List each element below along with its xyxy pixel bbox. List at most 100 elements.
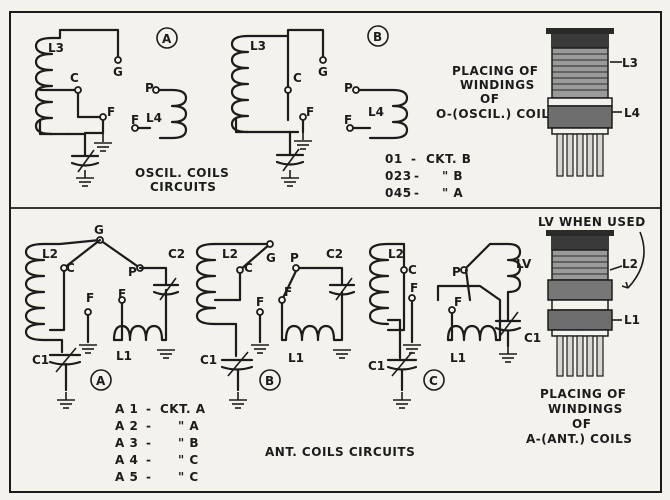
osc-caption-1: OSCIL. COILS	[135, 166, 229, 180]
ant-c-c: C	[408, 263, 417, 277]
ant-circuit-c: L2 C P LV F F L1 C1 C1 C	[368, 242, 541, 409]
ant-c-lv: LV	[516, 257, 532, 271]
ant-table-ckt-2: " B	[178, 436, 199, 450]
ant-c-c1: C1	[524, 331, 541, 345]
osc-a-tag: A	[162, 32, 172, 46]
ant-a-c: C	[66, 261, 75, 275]
ant-a-c2: C2	[168, 247, 185, 261]
ant-a-l2: L2	[42, 247, 58, 261]
osc-placing-2: WINDINGS	[460, 78, 535, 92]
ant-c-f1: F	[410, 281, 418, 295]
osc-b-f2: F	[344, 113, 352, 127]
ant-table-coil-1: A 2	[115, 419, 138, 433]
ant-table-coil-4: A 5	[115, 470, 138, 484]
ant-c-l2: L2	[388, 247, 404, 261]
osc-table-sep-2: -	[414, 186, 419, 200]
osc-circuit-a: L3 G C F F P L4 A	[34, 27, 188, 187]
osc-b-tag-circle	[367, 25, 389, 47]
osc-table-coil-1: 023	[385, 169, 412, 183]
ant-b-f2: F	[284, 285, 292, 299]
ant-placing-4: A-(ANT.) COILS	[526, 432, 632, 446]
ant-b-tag-circle	[259, 369, 281, 391]
osc-coil-drawing: L3 L4	[546, 28, 640, 177]
ant-a-l1: L1	[116, 349, 132, 363]
osc-caption-2: CIRCUITS	[150, 180, 216, 194]
ant-a-c1: C1	[32, 353, 49, 367]
ant-table-ckt-4: " C	[178, 470, 199, 484]
osc-a-l3: L3	[48, 41, 64, 55]
ant-coil-table: A 1 - CKT. A A 2 - " A A 3 - " B A 4 - "…	[115, 402, 206, 484]
ant-a-tag: A	[96, 374, 106, 388]
ant-table-sep-2: -	[146, 436, 151, 450]
osc-b-l4: L4	[368, 105, 384, 119]
ant-b-l1: L1	[288, 351, 304, 365]
osc-a-p: P	[145, 81, 154, 95]
ant-c-tag: C	[429, 374, 438, 388]
osc-coil-table: 01 - CKT. B 023 - " B 045 - " A	[385, 152, 471, 200]
osc-b-p: P	[344, 81, 353, 95]
osc-b-tag: B	[373, 30, 382, 44]
ant-c-f2: F	[454, 295, 462, 309]
ant-coil-label-l1: L1	[624, 313, 640, 327]
osc-a-f2: F	[131, 113, 139, 127]
ant-a-f1: F	[86, 291, 94, 305]
osc-table-coil-2: 045	[385, 186, 412, 200]
osc-a-l4: L4	[146, 111, 162, 125]
ant-lv-when-used: LV WHEN USED	[538, 215, 646, 229]
ant-table-coil-0: A 1	[115, 402, 138, 416]
ant-c-tag-circle	[423, 369, 445, 391]
osc-table-coil-0: 01	[385, 152, 403, 166]
ant-coil-drawing: LV WHEN USED L2 L1	[538, 215, 646, 377]
osc-placing-1: PLACING OF	[452, 64, 538, 78]
osc-table-ckt-1: " B	[442, 169, 463, 183]
ant-placing-2: WINDINGS	[548, 402, 623, 416]
ant-c-p: P	[452, 265, 461, 279]
outer-frame	[9, 11, 662, 493]
osc-coil-label-top: L3	[622, 56, 638, 70]
ant-circuit-b: L2 G C P C2 F F L1 C1 B	[195, 240, 356, 409]
ant-placing-1: PLACING OF	[540, 387, 626, 401]
osc-b-c: C	[293, 71, 302, 85]
osc-table-sep-1: -	[414, 169, 419, 183]
ant-a-tag-circle	[90, 369, 112, 391]
ant-table-ckt-3: " C	[178, 453, 199, 467]
osc-b-f: F	[306, 105, 314, 119]
ant-table-sep-3: -	[146, 453, 151, 467]
ant-b-tag: B	[265, 374, 274, 388]
ant-b-f1: F	[256, 295, 264, 309]
osc-table-ckt-2: " A	[442, 186, 463, 200]
ant-b-p: P	[290, 251, 299, 265]
ant-circuit-a: L2 G C P C2 F F L1 C1 A	[24, 223, 185, 409]
ant-table-ckt-0: CKT. A	[160, 402, 206, 416]
ant-a-f2: F	[118, 287, 126, 301]
ant-a-p: P	[128, 265, 137, 279]
osc-placing-3: OF	[480, 92, 499, 106]
ant-coil-label-l2: L2	[622, 257, 638, 271]
osc-coil-label-bottom: L4	[624, 106, 640, 120]
osc-table-ckt-0: CKT. B	[426, 152, 471, 166]
ant-table-coil-2: A 3	[115, 436, 138, 450]
osc-a-c: C	[70, 71, 79, 85]
osc-table-sep-0: -	[411, 152, 416, 166]
osc-b-l3: L3	[250, 39, 266, 53]
ant-b-c: C	[244, 261, 253, 275]
ant-c-c1b: C1	[368, 359, 385, 373]
ant-b-c2: C2	[326, 247, 343, 261]
ant-c-l1: L1	[450, 351, 466, 365]
ant-placing-3: OF	[572, 417, 591, 431]
ant-table-ckt-1: " A	[178, 419, 199, 433]
ant-caption: ANT. COILS CIRCUITS	[265, 445, 415, 459]
ant-b-g: G	[266, 251, 276, 265]
osc-circuit-b: L3 G C F F P L4 B	[230, 25, 409, 187]
ant-b-c1: C1	[200, 353, 217, 367]
osc-b-g: G	[318, 65, 328, 79]
ant-table-sep-0: -	[146, 402, 151, 416]
ant-b-l2: L2	[222, 247, 238, 261]
ant-table-coil-3: A 4	[115, 453, 138, 467]
osc-a-g: G	[113, 65, 123, 79]
ant-table-sep-4: -	[146, 470, 151, 484]
osc-a-f: F	[107, 105, 115, 119]
ant-a-g: G	[94, 223, 104, 237]
osc-placing-4: O-(OSCIL.) COILS	[436, 107, 559, 121]
